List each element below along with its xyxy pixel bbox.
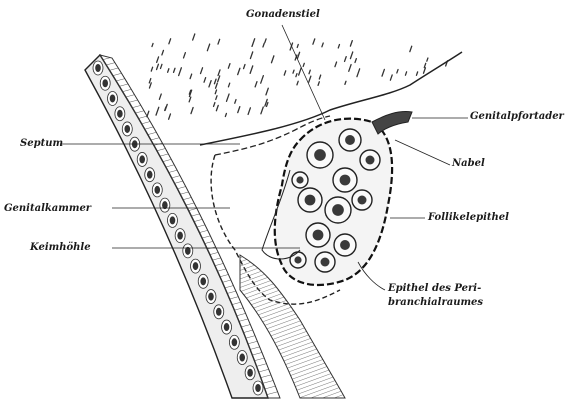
label-nabel: Nabel bbox=[452, 158, 485, 170]
label-gonadenstiel: Gonadenstiel bbox=[246, 9, 320, 21]
upper-tissue-streaks bbox=[147, 34, 448, 119]
label-genitalpfortader: Genitalpfortader bbox=[470, 111, 564, 123]
leader-gonadenstiel bbox=[282, 25, 325, 120]
label-epithel-line1: Epithel des Peri- bbox=[388, 283, 481, 295]
leader-nabel bbox=[395, 140, 450, 165]
body-wall-outer bbox=[85, 55, 268, 398]
label-follikelepithel: Follikelepithel bbox=[428, 212, 509, 224]
label-septum: Septum bbox=[20, 138, 63, 150]
label-epithel-line2: branchialraumes bbox=[388, 297, 483, 309]
genitalpfortader-vessel bbox=[372, 112, 412, 134]
label-keimhoehle: Keimhöhle bbox=[30, 242, 91, 254]
label-genitalkammer: Genitalkammer bbox=[4, 203, 91, 215]
